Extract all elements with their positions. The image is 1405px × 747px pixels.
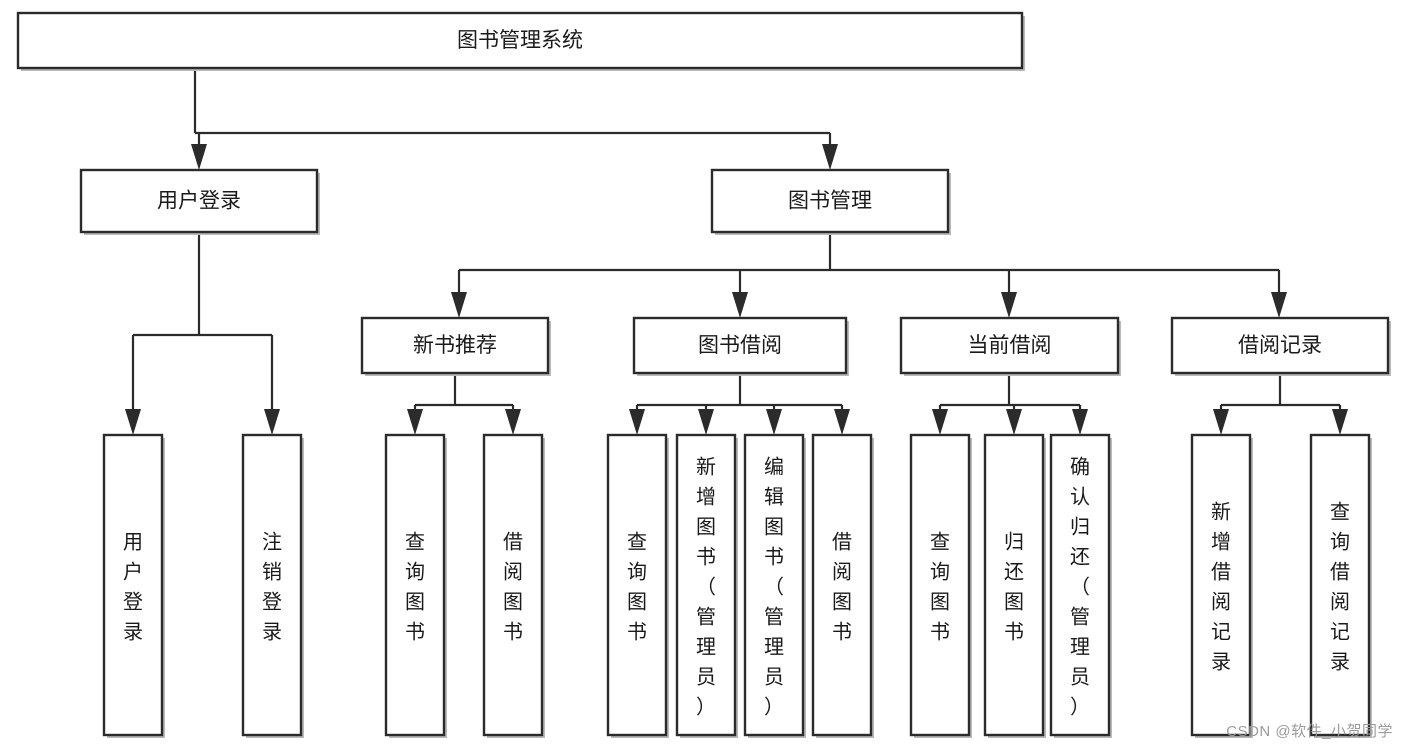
node-box[interactable] — [1170, 316, 1390, 375]
node-label: 用户登录 — [123, 531, 143, 643]
node-leaf-return-book[interactable]: 归还图书 — [983, 433, 1046, 738]
connectors-layer — [125, 68, 1348, 435]
node-user-login[interactable]: 用户登录 — [79, 168, 320, 235]
node-box[interactable] — [811, 433, 873, 737]
connector-root-to-level2 — [191, 68, 838, 170]
node-label: 归还图书 — [1004, 530, 1024, 643]
connector-current-borrow-to-leaves — [932, 373, 1088, 435]
node-label: 编辑图书（管理员） — [764, 455, 784, 718]
node-box[interactable] — [16, 11, 1024, 70]
node-leaf-add-book-admin[interactable]: 新增图书（管理员） — [675, 433, 738, 738]
node-box[interactable] — [1049, 433, 1111, 737]
node-leaf-borrow-book-1[interactable]: 借阅图书 — [482, 433, 545, 738]
node-leaf-logout-login[interactable]: 注销登录 — [241, 433, 304, 738]
node-box[interactable] — [1309, 433, 1371, 737]
node-box[interactable] — [710, 168, 950, 234]
node-leaf-borrow-book-2[interactable]: 借阅图书 — [811, 433, 874, 738]
node-label: 图书管理 — [788, 190, 872, 213]
node-label: 注销登录 — [262, 530, 282, 643]
node-label: 新增借阅记录 — [1211, 500, 1231, 673]
node-current-borrow[interactable]: 当前借阅 — [899, 316, 1121, 376]
node-box[interactable] — [983, 433, 1045, 737]
node-box[interactable] — [675, 433, 737, 737]
connector-book-borrow-to-leaves — [629, 373, 850, 435]
node-label: 当前借阅 — [968, 334, 1052, 357]
node-leaf-query-book-3[interactable]: 查询图书 — [909, 433, 972, 738]
node-box[interactable] — [632, 316, 848, 375]
node-leaf-query-book-2[interactable]: 查询图书 — [606, 433, 669, 738]
node-box[interactable] — [899, 316, 1120, 375]
node-label: 查询借阅记录 — [1330, 500, 1350, 673]
node-box[interactable] — [909, 433, 971, 737]
node-leaf-add-borrow-record[interactable]: 新增借阅记录 — [1190, 433, 1253, 738]
node-label: 查询图书 — [930, 530, 950, 643]
node-leaf-edit-book-admin[interactable]: 编辑图书（管理员） — [743, 433, 806, 738]
node-label: 查询图书 — [405, 530, 425, 643]
node-box[interactable] — [482, 433, 544, 737]
node-leaf-query-borrow-record[interactable]: 查询借阅记录 — [1309, 433, 1372, 738]
node-box[interactable] — [360, 316, 550, 375]
connector-new-book-recommend-to-leaves — [407, 373, 521, 435]
node-label: 图书借阅 — [698, 334, 782, 357]
node-leaf-confirm-return-admin[interactable]: 确认归还（管理员） — [1049, 433, 1112, 738]
node-label: 确认归还（管理员） — [1070, 455, 1090, 718]
node-label: 图书管理系统 — [457, 29, 583, 52]
nodes-layer: 图书管理系统用户登录图书管理新书推荐图书借阅当前借阅借阅记录用户登录注销登录查询… — [16, 11, 1391, 738]
node-label: 借阅记录 — [1238, 334, 1322, 357]
node-book-manage[interactable]: 图书管理 — [710, 168, 951, 235]
node-label: 新增图书（管理员） — [696, 455, 716, 718]
node-label: 用户登录 — [157, 190, 241, 213]
node-new-book-recommend[interactable]: 新书推荐 — [360, 316, 551, 376]
connector-borrow-record-to-leaves — [1213, 373, 1348, 435]
node-label: 查询图书 — [627, 530, 647, 643]
node-leaf-query-book-1[interactable]: 查询图书 — [384, 433, 447, 738]
node-book-borrow[interactable]: 图书借阅 — [632, 316, 849, 376]
node-leaf-user-login[interactable]: 用户登录 — [102, 433, 165, 738]
node-box[interactable] — [384, 433, 446, 737]
node-label: 借阅图书 — [503, 530, 523, 643]
node-box[interactable] — [79, 168, 319, 234]
node-box[interactable] — [743, 433, 805, 737]
node-label: 新书推荐 — [413, 334, 497, 357]
node-box[interactable] — [102, 433, 164, 737]
connector-user-login-to-leaves — [125, 232, 280, 435]
node-box[interactable] — [1190, 433, 1252, 737]
node-borrow-record[interactable]: 借阅记录 — [1170, 316, 1391, 376]
node-box[interactable] — [606, 433, 668, 737]
node-box[interactable] — [241, 433, 303, 737]
node-root-system[interactable]: 图书管理系统 — [16, 11, 1025, 71]
connector-book-manage-to-level3 — [451, 232, 1287, 318]
node-label: 借阅图书 — [832, 530, 852, 643]
